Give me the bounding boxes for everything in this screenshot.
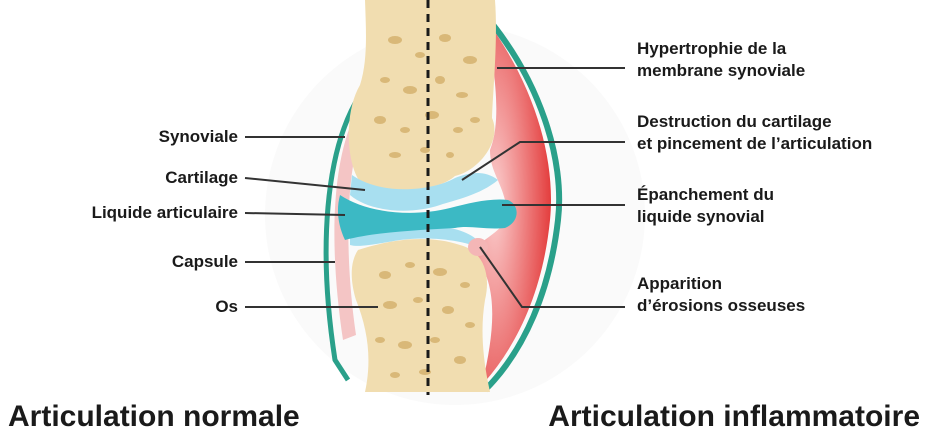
label-capsule: Capsule — [172, 251, 238, 273]
label-cartilage: Cartilage — [165, 167, 238, 189]
label-hypertrophie: Hypertrophie de la membrane synoviale — [637, 38, 805, 82]
label-epanchement-line1: Épanchement du — [637, 184, 774, 206]
label-epanchement-line2: liquide synovial — [637, 206, 774, 228]
caption-normal: Articulation normale — [8, 400, 300, 434]
label-destruction-line1: Destruction du cartilage — [637, 111, 872, 133]
label-liquide-articulaire: Liquide articulaire — [92, 202, 238, 224]
label-destruction-line2: et pincement de l’articulation — [637, 133, 872, 155]
label-hypertrophie-line2: membrane synoviale — [637, 60, 805, 82]
label-hypertrophie-line1: Hypertrophie de la — [637, 38, 805, 60]
bone-top — [349, 0, 496, 190]
label-destruction: Destruction du cartilage et pincement de… — [637, 111, 872, 155]
label-apparition-line2: d’érosions osseuses — [637, 295, 805, 317]
label-synoviale: Synoviale — [159, 126, 238, 148]
label-apparition: Apparition d’érosions osseuses — [637, 273, 805, 317]
bone-bottom — [352, 239, 490, 392]
label-os: Os — [215, 296, 238, 318]
label-epanchement: Épanchement du liquide synovial — [637, 184, 774, 228]
caption-inflammatory: Articulation inflammatoire — [548, 400, 920, 434]
label-apparition-line1: Apparition — [637, 273, 805, 295]
